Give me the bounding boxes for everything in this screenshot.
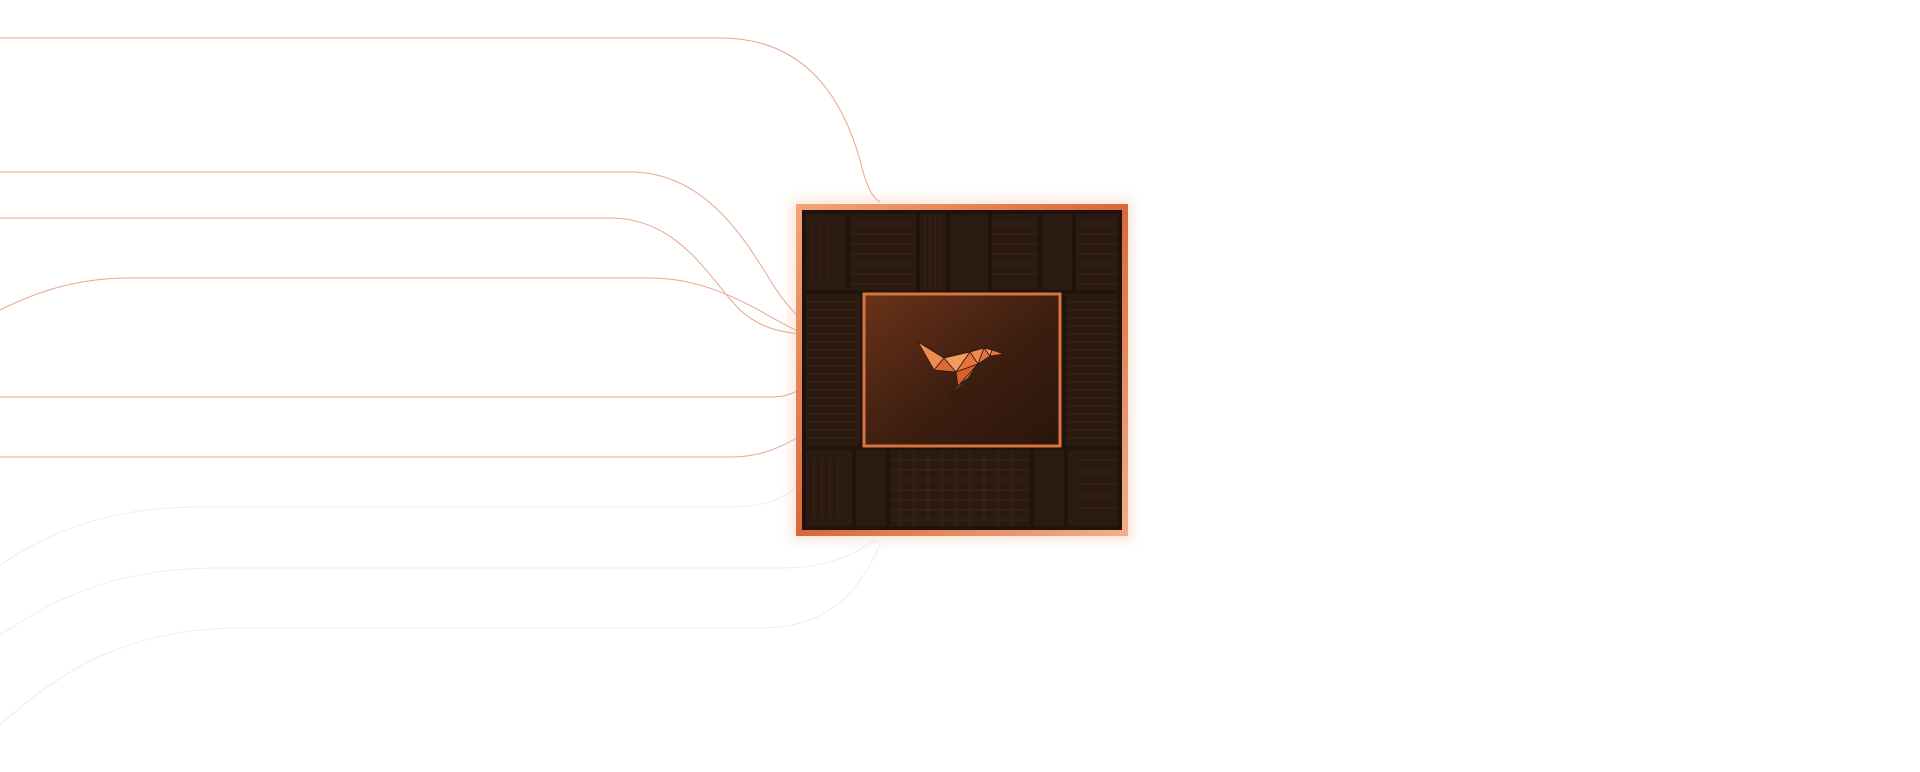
chip-top-band	[806, 214, 1118, 290]
chip-bottom-band	[806, 450, 1118, 526]
trace-line	[0, 217, 801, 335]
trace-line	[0, 539, 877, 636]
chip-die-border	[862, 292, 1062, 448]
trace-line	[0, 277, 801, 333]
trace-line	[0, 171, 801, 319]
trace-line	[0, 37, 881, 203]
chip	[792, 200, 1132, 540]
trace-line	[0, 544, 881, 726]
chip-right-band	[1066, 294, 1118, 446]
origami-bird-icon	[917, 341, 1005, 399]
trace-line	[0, 389, 801, 398]
circuit-traces	[0, 37, 881, 726]
trace-line	[0, 435, 801, 458]
chip-left-band	[806, 294, 860, 446]
trace-line	[0, 481, 801, 566]
